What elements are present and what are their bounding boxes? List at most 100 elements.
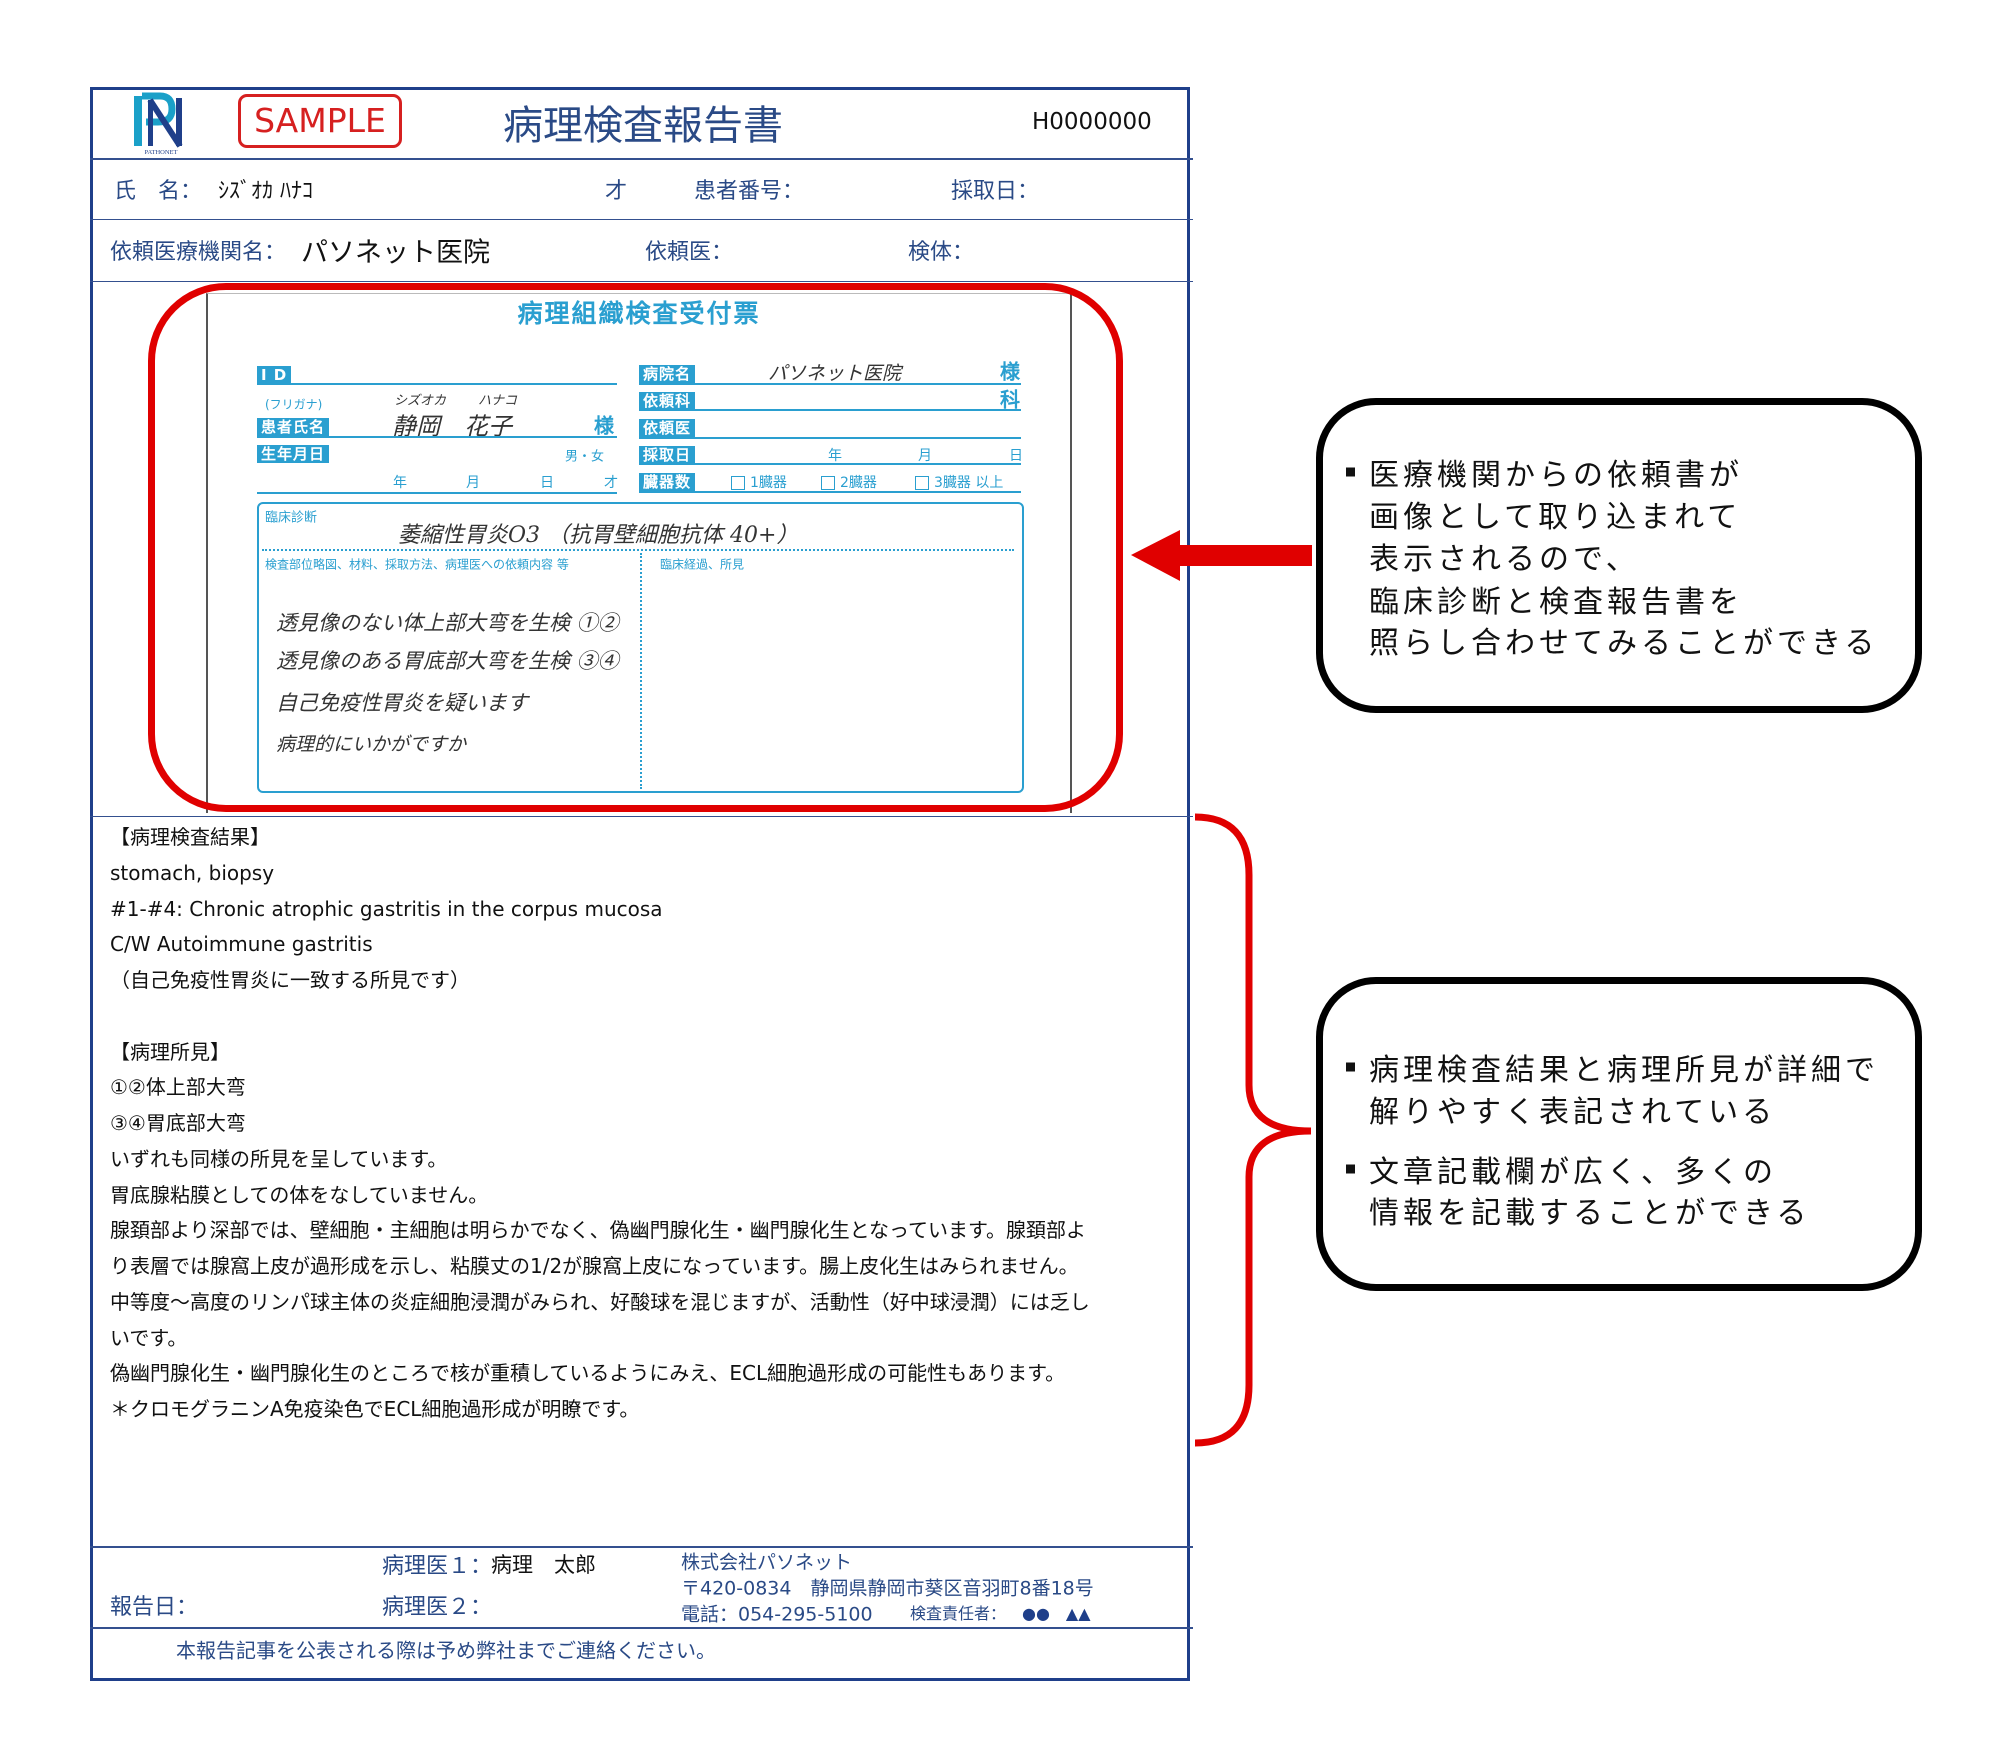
pathologist1-label: 病理医１：: [382, 1554, 493, 1579]
checkbox: [821, 476, 835, 490]
specimen-label: 検体：: [908, 240, 975, 265]
form-collection-label: 採取日: [639, 446, 696, 464]
divider: [90, 219, 1193, 220]
results-line: stomach, biopsy: [110, 860, 275, 885]
handwritten-line: 透見像のない体上部大弯を生検 ①②: [276, 611, 619, 635]
form-line: [257, 492, 617, 494]
results-line: いずれも同様の所見を呈しています。: [110, 1146, 448, 1171]
collection-date-label: 採取日：: [951, 179, 1040, 204]
results-line: ＊クロモグラニンA免疫染色でECL細胞過形成が明瞭です。: [110, 1397, 640, 1421]
manager-value: ●● ▲▲: [1022, 1604, 1091, 1623]
furigana-value-2: ハナコ: [478, 393, 518, 409]
course-section-label: 臨床経過、所見: [660, 557, 745, 572]
requesting-doctor-label: 依頼医：: [645, 240, 734, 265]
dashed-divider: [640, 553, 642, 789]
clinical-dx-label: 臨床診断: [265, 510, 318, 526]
name-label: 氏 名：: [114, 179, 203, 204]
checkbox: [731, 476, 745, 490]
results-line: 【病理検査結果】: [110, 825, 270, 849]
patient-name-handwritten: 静岡 花子: [392, 412, 512, 441]
sample-badge: SAMPLE: [238, 94, 402, 148]
month-label: 月: [918, 448, 932, 464]
publication-notice: 本報告記事を公表される際は予め弊社までご連絡ください。: [176, 1638, 716, 1663]
callout-box-2: [1316, 977, 1922, 1291]
results-line: 【病理所見】: [110, 1039, 230, 1064]
month-label: 月: [466, 475, 480, 491]
callout-box-1: [1316, 398, 1922, 713]
callout-text: 臨床診断と検査報告書を: [1369, 585, 1743, 620]
results-line: C/W Autoimmune gastritis: [110, 932, 373, 957]
furigana-label: (フリガナ): [265, 397, 323, 412]
divider: [90, 1627, 1193, 1629]
scanned-request-form: [206, 293, 1072, 813]
company-phone: 電話：054-295-5100: [681, 1603, 873, 1626]
callout-text: 表示されるので、: [1369, 542, 1640, 577]
results-line: ③④胃底部大弯: [110, 1111, 246, 1135]
age-unit: 才: [605, 179, 628, 204]
results-line: 中等度～高度のリンパ球主体の炎症細胞浸潤がみられ、好酸球を混じますが、活動性（好…: [110, 1289, 1090, 1314]
dept-label: 依頼科: [639, 392, 696, 410]
divider: [90, 281, 1193, 282]
results-text: 【病理検査結果】 stomach, biopsy #1-#4: Chronic …: [110, 820, 1090, 1428]
report-id: H0000000: [1032, 109, 1152, 135]
checkbox: [915, 476, 929, 490]
form-line: [639, 491, 1021, 493]
manager-label: 検査責任者：: [910, 1604, 1007, 1623]
callout-text: 解りやすく表記されている: [1369, 1095, 1777, 1130]
report-date-label: 報告日：: [110, 1595, 199, 1620]
organs-option-2: 2臓器: [821, 472, 877, 492]
day-label: 日: [540, 475, 554, 491]
pathonet-logo: PATHONET: [130, 92, 192, 156]
callout-text: 画像として取り込まれて: [1369, 500, 1742, 535]
institution-label: 依頼医療機関名：: [110, 240, 287, 265]
year-label: 年: [393, 475, 407, 491]
clinical-box: [257, 502, 1024, 793]
divider: [90, 816, 1193, 817]
bullet-icon: [1346, 1164, 1355, 1174]
birthdate-label: 生年月日: [257, 445, 330, 463]
age-label: 才: [604, 475, 618, 491]
form-title: 病理組織検査受付票: [517, 299, 761, 328]
callout-text: 文章記載欄が広く、多くの: [1369, 1155, 1777, 1190]
form-line: [639, 463, 1021, 465]
callout-text: 医療機関からの依頼書が: [1369, 458, 1743, 493]
form-line: [257, 436, 617, 438]
results-line: （自己免疫性胃炎に一致する所見です）: [110, 968, 470, 992]
clinical-dx-handwritten: 萎縮性胃炎O3 （抗胃壁細胞抗体 40+）: [398, 523, 799, 548]
sama-label: 様: [594, 413, 614, 438]
handwritten-line: 自己免疫性胃炎を疑います: [276, 691, 528, 715]
hospital-label: 病院名: [639, 365, 696, 383]
form-line: [257, 383, 617, 385]
results-line: ①②体上部大弯: [110, 1075, 246, 1100]
results-line: #1-#4: Chronic atrophic gastritis in the…: [110, 896, 663, 921]
hospital-handwritten: パソネット医院: [768, 362, 902, 385]
company-address: 〒420-0834 静岡県静岡市葵区音羽町8番18号: [681, 1577, 1094, 1600]
results-line: 腺頚部より深部では、壁細胞・主細胞は明らかでなく、偽幽門腺化生・幽門腺化生となっ…: [110, 1218, 1086, 1243]
handwritten-line: 病理的にいかがですか: [276, 733, 467, 756]
request-section-label: 検査部位略図、材料、採取方法、病理医への依頼内容 等: [265, 557, 569, 572]
day-label: 日: [1009, 448, 1023, 464]
institution-value: パソネット医院: [301, 237, 490, 269]
furigana-value-1: シズオカ: [394, 393, 447, 409]
page-title: 病理検査報告書: [503, 103, 783, 149]
callout-text: 情報を記載することができる: [1369, 1196, 1811, 1231]
arrow-icon: [1131, 530, 1312, 581]
company-name: 株式会社パソネット: [681, 1551, 853, 1574]
curly-brace-icon: [1194, 813, 1312, 1447]
form-id-label: I D: [257, 366, 292, 384]
results-line: 偽幽門腺化生・幽門腺化生のところで核が重積しているようにみえ、ECL細胞過形成の…: [110, 1361, 1066, 1386]
form-line: [639, 409, 1021, 411]
bullet-icon: [1346, 467, 1355, 477]
highlight-frame: [148, 283, 1123, 812]
organs-option-1: 1臓器: [731, 472, 787, 492]
patient-number-label: 患者番号：: [694, 179, 805, 204]
divider: [90, 158, 1193, 160]
name-value: ｼｽﾞｵｶ ﾊﾅｺ: [218, 179, 313, 204]
patient-name-label: 患者氏名: [257, 418, 330, 436]
pathologist2-label: 病理医２：: [382, 1595, 493, 1620]
svg-text:PATHONET: PATHONET: [145, 149, 178, 156]
dept-suffix: 科: [1000, 387, 1020, 412]
organs-option-3: 3臓器 以上: [915, 472, 1003, 492]
results-line: いです。: [110, 1325, 188, 1350]
